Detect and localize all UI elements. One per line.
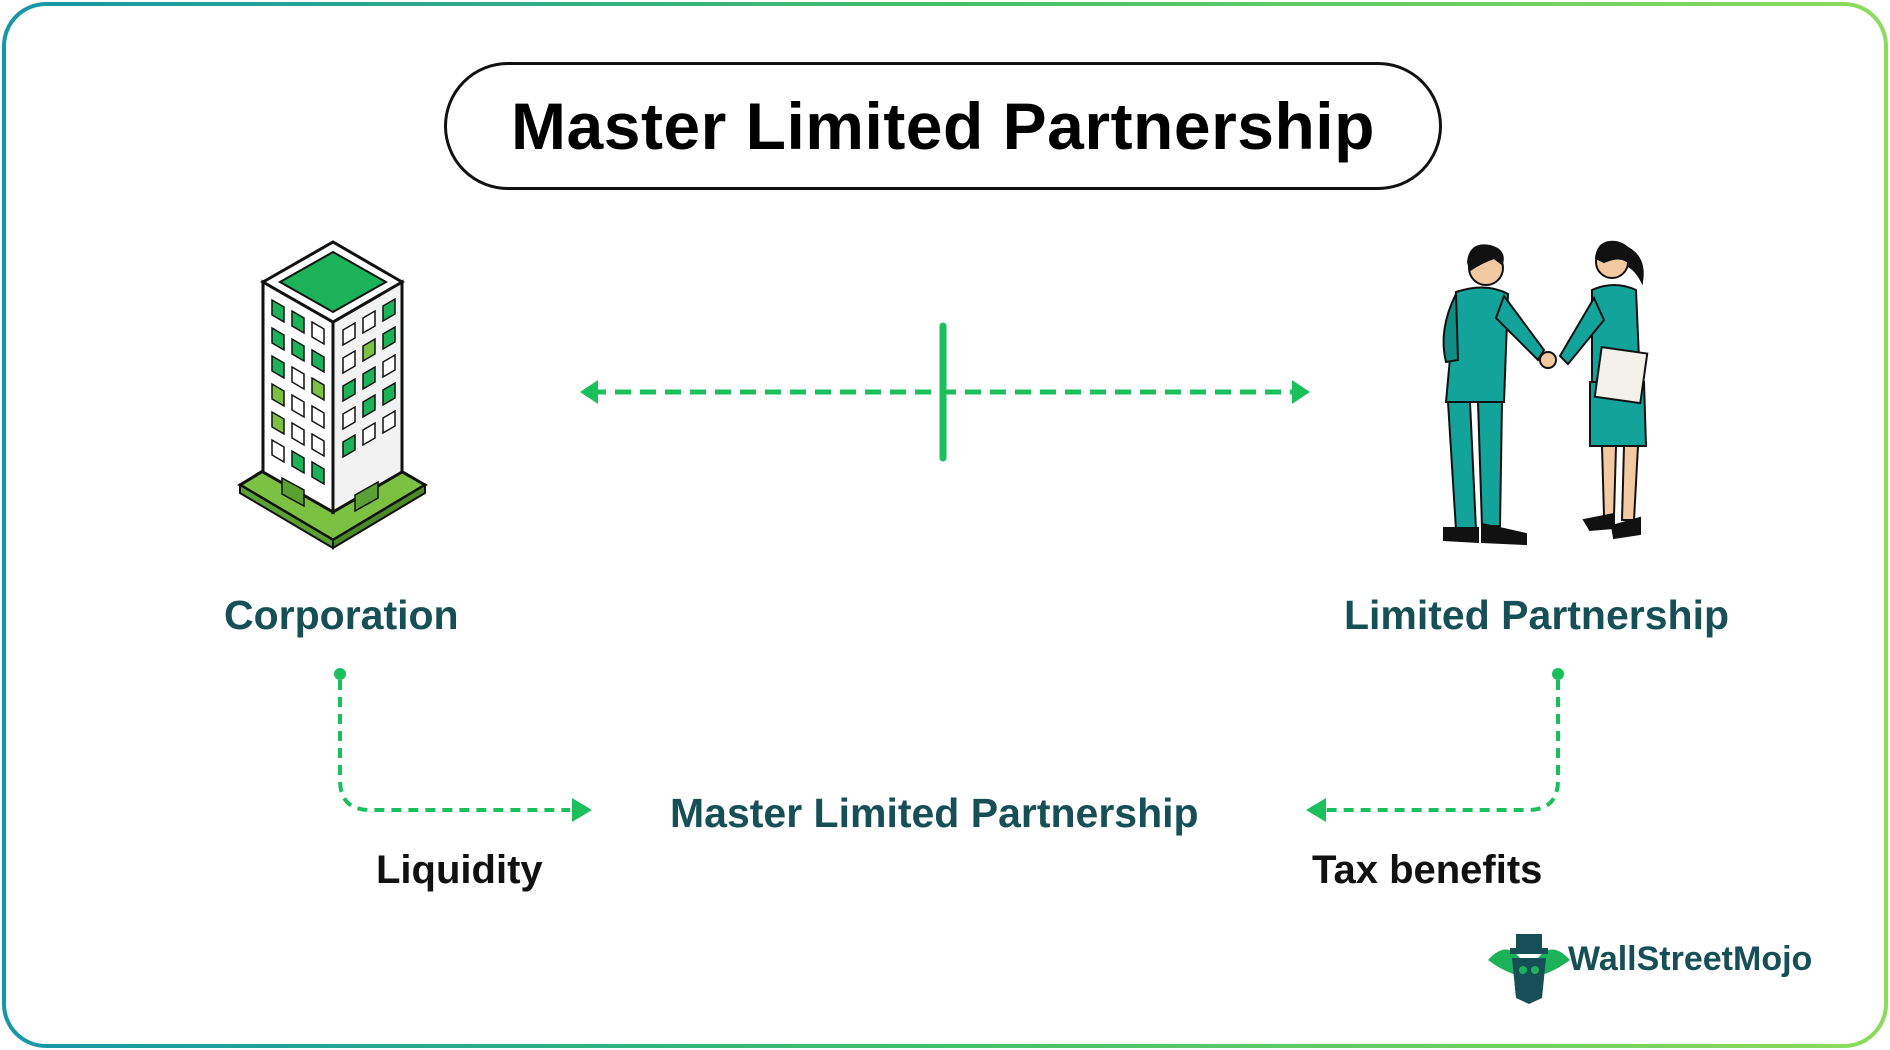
left-connector-arrow [334,668,592,822]
title-pill: Master Limited Partnership [444,62,1442,190]
liquidity-label: Liquidity [376,848,543,892]
page-title: Master Limited Partnership [511,89,1375,163]
right-connector-arrow [1306,668,1564,822]
man-figure [1442,244,1557,546]
tax-benefits-label: Tax benefits [1312,848,1543,892]
limited-partnership-label: Limited Partnership [1344,592,1730,638]
top-double-arrow [580,322,1310,462]
woman-figure [1558,240,1649,540]
corporation-label: Corporation [224,592,459,638]
brand-name: WallStreetMojo [1568,940,1813,978]
master-limited-partnership-label: Master Limited Partnership [670,790,1199,836]
